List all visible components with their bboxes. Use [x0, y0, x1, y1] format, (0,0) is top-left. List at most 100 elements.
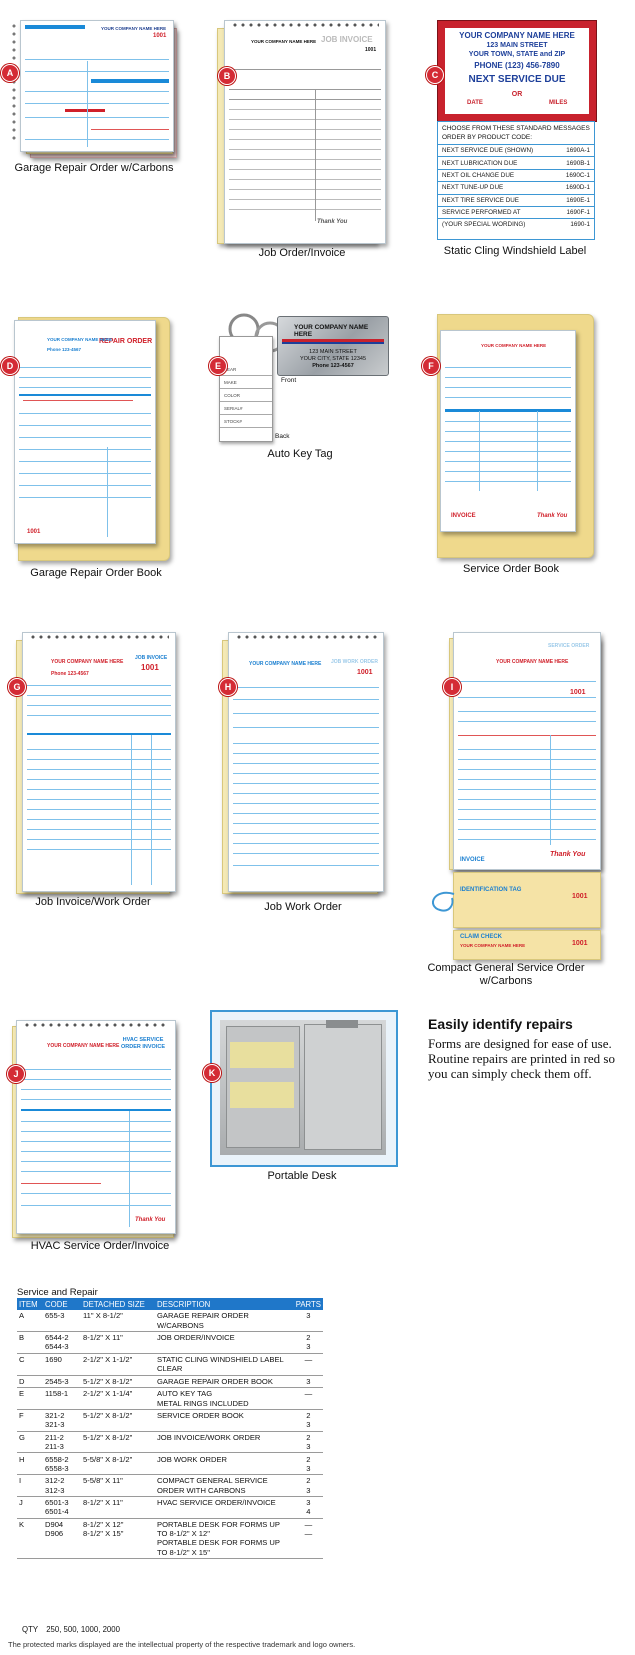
key-tag-field: COLOR [220, 389, 272, 402]
message-text: NEXT SERVICE DUE (SHOWN) [442, 147, 534, 155]
cling-date: DATE [467, 100, 483, 106]
portable-desk-photo [210, 1010, 398, 1167]
col-parts: PARTS [293, 1298, 323, 1311]
col-description: DESCRIPTION [155, 1298, 294, 1311]
message-code: 1690F-1 [566, 209, 590, 217]
cell-size: 8-1/2" X 11" [81, 1331, 155, 1354]
cell-description: HVAC SERVICE ORDER/INVOICE [155, 1496, 294, 1519]
message-text: NEXT TUNE-UP DUE [442, 184, 504, 192]
cell-parts: 2 3 [293, 1474, 323, 1498]
cell-item: A [17, 1310, 43, 1332]
cell-code: 1690 [43, 1353, 81, 1376]
cell-parts: 3 [293, 1375, 323, 1389]
cell-size: 11" X 8-1/2" [81, 1310, 155, 1332]
cling-or: OR [511, 91, 523, 98]
key-tag-field: STOCK# [220, 415, 272, 428]
cell-parts: 3 [293, 1310, 323, 1332]
cell-item: K [17, 1518, 43, 1559]
cell-code: 1158-1 [43, 1387, 81, 1410]
cell-description: SERVICE ORDER BOOK [155, 1409, 294, 1432]
letter-badge: B [218, 67, 236, 85]
cell-description: JOB WORK ORDER [155, 1452, 294, 1476]
cell-item: E [17, 1387, 43, 1410]
key-tag-front: YOUR COMPANY NAME HERE 123 MAIN STREET Y… [277, 316, 389, 376]
letter-badge: D [1, 357, 19, 375]
cell-code: D904 D906 [43, 1518, 81, 1559]
letter-badge: C [426, 66, 444, 84]
table-title: Service and Repair [17, 1287, 98, 1298]
form-sheet: YOUR COMPANY NAME HERE SERVICE ORDER 100… [453, 632, 601, 870]
letter-badge: E [209, 357, 227, 375]
cell-description: GARAGE REPAIR ORDER W/CARBONS [155, 1310, 294, 1332]
message-text: NEXT LUBRICATION DUE [442, 159, 518, 167]
product-caption: Compact General Service Order w/Carbons [427, 962, 585, 987]
product-caption: Job Invoice/Work Order [35, 896, 151, 908]
key-tag-field: YEAR [220, 363, 272, 376]
product-caption: Static Cling Windshield Label [443, 245, 587, 257]
cell-size: 8-1/2" X 12" 8-1/2" X 15" [81, 1518, 155, 1559]
key-tag-field: SERIAL# [220, 402, 272, 415]
cell-description: JOB ORDER/INVOICE [155, 1331, 294, 1354]
cell-parts: 2 3 [293, 1452, 323, 1476]
letter-badge: H [219, 678, 237, 696]
form-sheet: YOUR COMPANY NAME HERE 1001 [20, 20, 174, 152]
letter-badge: J [7, 1065, 25, 1083]
cell-description: JOB INVOICE/WORK ORDER [155, 1431, 294, 1454]
product-caption: Garage Repair Order w/Carbons [14, 162, 174, 174]
cell-description: PORTABLE DESK FOR FORMS UP TO 8-1/2" X 1… [155, 1518, 294, 1559]
cell-item: H [17, 1452, 43, 1476]
identification-tag: IDENTIFICATION TAG 1001 [453, 872, 601, 928]
cell-parts: 2 3 [293, 1409, 323, 1432]
cell-item: B [17, 1331, 43, 1354]
message-row: SERVICE PERFORMED AT 1690F-1 [438, 205, 594, 218]
product-caption: HVAC Service Order/Invoice [30, 1240, 170, 1252]
front-label: Front [281, 377, 297, 384]
cell-size: 5-1/2" X 8-1/2" [81, 1431, 155, 1454]
letter-badge: I [443, 678, 461, 696]
letter-badge: G [8, 678, 26, 696]
identify-body: Forms are designed for ease of use. Rout… [428, 1036, 615, 1081]
product-caption: Job Work Order [264, 901, 342, 913]
cell-size: 2-1/2" X 1-1/2" [81, 1353, 155, 1376]
cell-size: 5-5/8" X 11" [81, 1474, 155, 1498]
qty-line: QTY 250, 500, 1000, 2000 [22, 1625, 126, 1634]
cell-size: 8-1/2" X 11" [81, 1496, 155, 1519]
form-sheet: YOUR COMPANY NAME HERE INVOICE Thank You [440, 330, 576, 532]
product-caption: Service Order Book [463, 563, 559, 575]
cell-code: 6501-3 6501-4 [43, 1496, 81, 1519]
product-caption: Job Order/Invoice [258, 247, 346, 259]
identify-title: Easily identify repairs [428, 1016, 573, 1032]
col-item: ITEM [17, 1298, 43, 1311]
qty-label: QTY [22, 1625, 39, 1634]
message-text: (YOUR SPECIAL WORDING) [442, 221, 526, 229]
cell-parts: 3 4 [293, 1496, 323, 1519]
cell-parts: 2 3 [293, 1331, 323, 1354]
qty-values: 250, 500, 1000, 2000 [46, 1625, 120, 1634]
cell-code: 211-2 211-3 [43, 1431, 81, 1454]
cell-description: AUTO KEY TAG METAL RINGS INCLUDED [155, 1387, 294, 1410]
cell-parts: — — [293, 1518, 323, 1559]
message-code: 1690A-1 [566, 147, 590, 155]
cell-parts: — [293, 1387, 323, 1410]
form-sheet: YOUR COMPANY NAME HERE Phone 123-4567 JO… [22, 632, 176, 892]
product-caption: Garage Repair Order Book [30, 567, 162, 579]
product-spec-table: ITEM CODE DETACHED SIZE DESCRIPTION PART… [17, 1298, 323, 1559]
footnote: The protected marks displayed are the in… [8, 1640, 356, 1649]
message-text: SERVICE PERFORMED AT [442, 209, 521, 217]
back-label: Back [275, 433, 290, 440]
cell-code: 321-2 321-3 [43, 1409, 81, 1432]
cell-parts: 2 3 [293, 1431, 323, 1454]
form-sheet: YOUR COMPANY NAME HERE HVAC SERVICE ORDE… [16, 1020, 176, 1234]
message-code-list: CHOOSE FROM THESE STANDARD MESSAGES ORDE… [437, 121, 595, 240]
